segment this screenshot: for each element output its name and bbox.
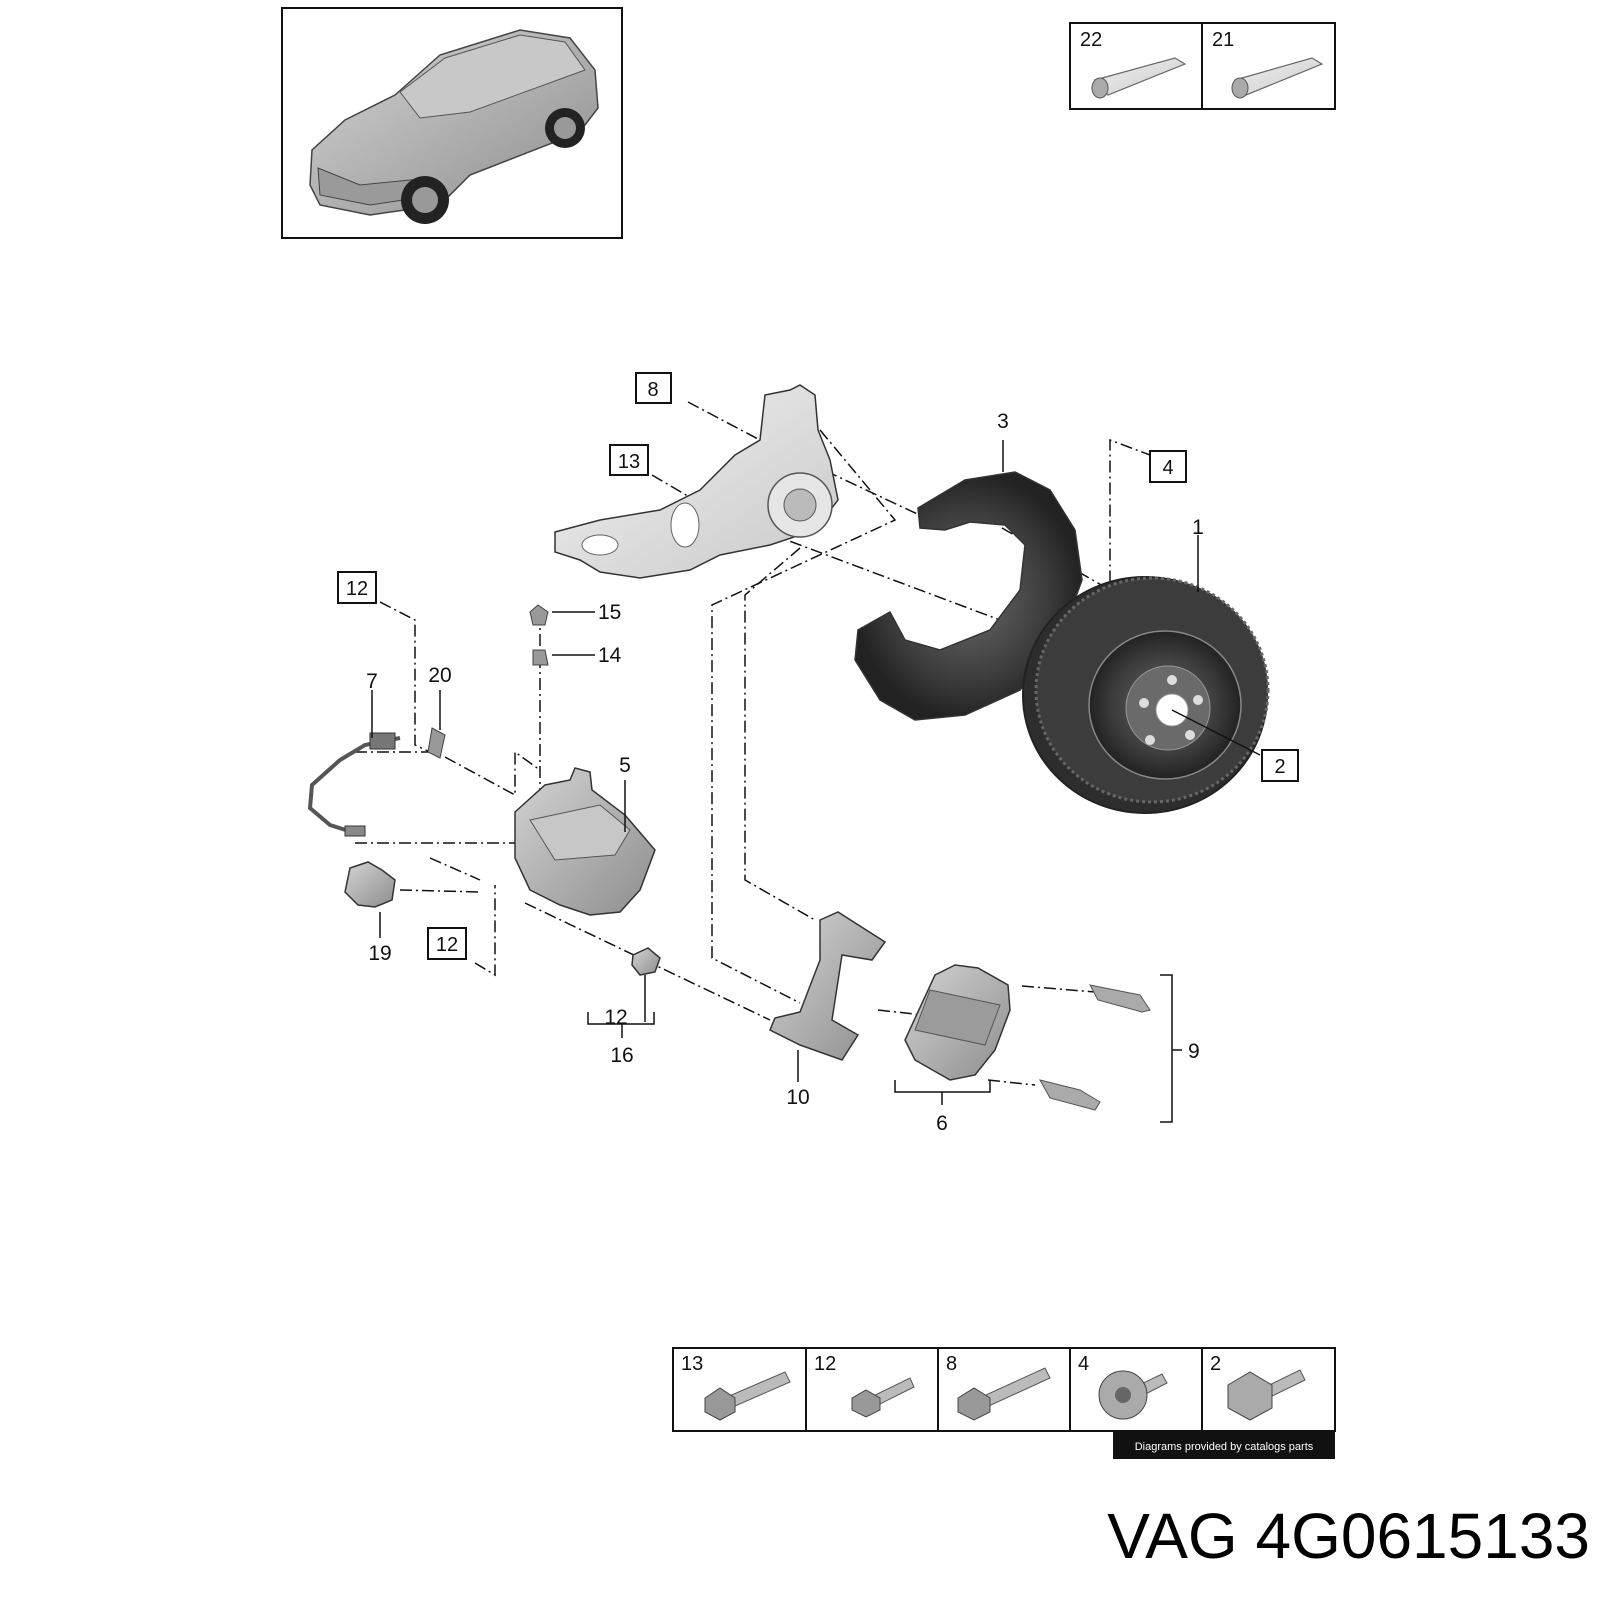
tube-cell-label: 22 bbox=[1080, 29, 1102, 51]
clip bbox=[427, 727, 446, 759]
tube-cell-label: 21 bbox=[1212, 29, 1234, 51]
bolt-cell-label: 13 bbox=[681, 1353, 703, 1375]
credit-text: Diagrams provided by catalogs parts bbox=[1135, 1441, 1314, 1453]
bleeder-valve bbox=[529, 604, 549, 626]
caliper-carrier bbox=[769, 911, 887, 1061]
callout-6: 6 bbox=[936, 1112, 948, 1135]
wheel-carrier bbox=[554, 384, 839, 579]
bleeder-cap bbox=[532, 649, 549, 666]
callout-3: 3 bbox=[997, 410, 1009, 433]
car-illustration bbox=[309, 29, 599, 224]
callout-14: 14 bbox=[598, 644, 622, 667]
callout-16: 16 bbox=[610, 1044, 633, 1067]
callout-1: 1 bbox=[1192, 516, 1204, 539]
wear-sensor bbox=[307, 732, 401, 837]
vehicle-inset bbox=[281, 7, 623, 239]
callout-7: 7 bbox=[366, 670, 378, 693]
grease-tube-icon bbox=[1091, 57, 1187, 99]
callout-12-lower: 12 bbox=[604, 1006, 627, 1029]
callout-10: 10 bbox=[786, 1086, 809, 1109]
bolt-cell-label: 2 bbox=[1210, 1353, 1221, 1375]
callout-4: 4 bbox=[1162, 457, 1173, 479]
callouts: 3 1 5 7 20 19 15 14 12 16 10 6 9 8 13 4 … bbox=[337, 372, 1299, 1135]
callout-5: 5 bbox=[619, 754, 631, 777]
bolt-cell-label: 4 bbox=[1078, 1353, 1089, 1375]
callout-8: 8 bbox=[647, 379, 658, 401]
bolt-icon bbox=[704, 1371, 791, 1421]
bolt-inset: 13 12 8 4 2 bbox=[672, 1347, 1336, 1432]
callout-19: 19 bbox=[368, 942, 391, 965]
leader-lines bbox=[371, 440, 1261, 1123]
callout-20: 20 bbox=[428, 664, 451, 687]
part-number-title: VAG 4G0615133 bbox=[1107, 1500, 1590, 1572]
callout-12-middle: 12 bbox=[436, 934, 458, 956]
callout-15: 15 bbox=[598, 601, 621, 624]
bolt-icon bbox=[1227, 1369, 1306, 1421]
bolt-icon bbox=[957, 1367, 1051, 1421]
brake-pad bbox=[904, 964, 1011, 1081]
pad-spring bbox=[1039, 984, 1151, 1111]
caliper bbox=[514, 767, 656, 916]
grease-tube-inset: 22 21 bbox=[1069, 22, 1336, 110]
bolt-icon bbox=[1098, 1370, 1168, 1420]
bolt-cell-label: 12 bbox=[814, 1353, 836, 1375]
guide-bushing bbox=[631, 947, 661, 976]
bolt-cell-label: 8 bbox=[946, 1353, 957, 1375]
grease-tube-icon bbox=[1231, 57, 1324, 99]
callout-9: 9 bbox=[1188, 1040, 1200, 1063]
bolt-icon bbox=[851, 1377, 915, 1418]
callout-2: 2 bbox=[1274, 756, 1285, 778]
brake-shield bbox=[854, 471, 1083, 721]
brake-disc bbox=[1022, 576, 1270, 814]
credit-bar: Diagrams provided by catalogs parts bbox=[1113, 1431, 1335, 1459]
callout-13: 13 bbox=[618, 451, 640, 473]
bracket-19 bbox=[344, 861, 396, 908]
callout-12-upper: 12 bbox=[346, 578, 368, 600]
